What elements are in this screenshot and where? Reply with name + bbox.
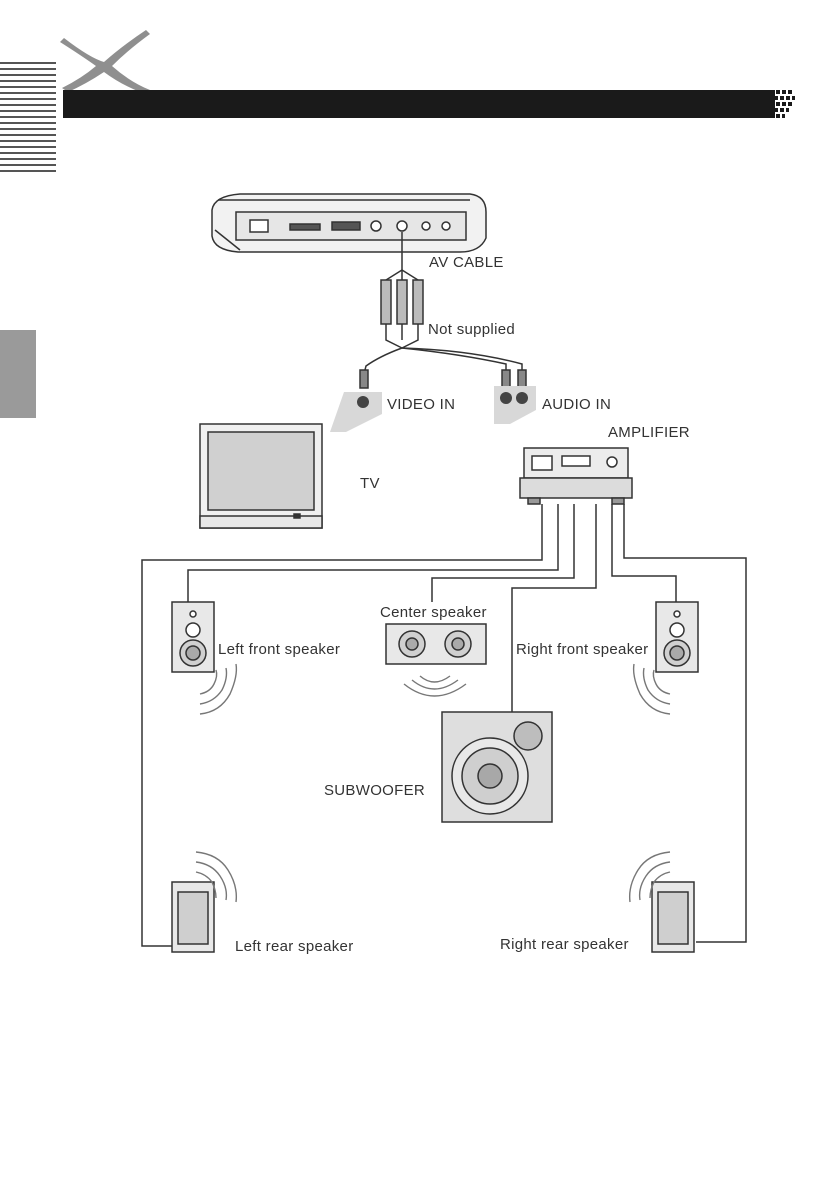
tv-label: TV xyxy=(360,475,380,492)
subwoofer-label: SUBWOOFER xyxy=(324,782,425,799)
left-rear-speaker xyxy=(172,882,214,952)
side-tab xyxy=(0,330,36,418)
x-logo-icon xyxy=(60,30,150,92)
header-bar xyxy=(63,90,795,118)
left-rear-speaker-label: Left rear speaker xyxy=(235,938,354,955)
not-supplied-label: Not supplied xyxy=(428,321,515,338)
amplifier xyxy=(520,448,632,504)
center-speaker xyxy=(386,624,486,664)
tv xyxy=(200,424,322,528)
center-speaker-label: Center speaker xyxy=(380,604,487,621)
av-cable-label: AV CABLE xyxy=(429,254,504,271)
amplifier-label: AMPLIFIER xyxy=(608,424,690,441)
portable-dvd-player xyxy=(212,194,486,252)
right-rear-speaker-label: Right rear speaker xyxy=(500,936,629,953)
right-front-speaker-label: Right front speaker xyxy=(516,641,648,658)
left-front-speaker-label: Left front speaker xyxy=(218,641,340,658)
sound-waves xyxy=(196,664,670,902)
edge-stripes xyxy=(0,62,56,172)
audio-in-jack xyxy=(494,386,536,424)
right-rear-speaker xyxy=(652,882,694,952)
video-in-jack xyxy=(330,392,382,432)
audio-in-label: AUDIO IN xyxy=(542,396,611,413)
video-in-label: VIDEO IN xyxy=(387,396,455,413)
left-front-speaker xyxy=(172,602,214,672)
right-front-speaker xyxy=(656,602,698,672)
subwoofer xyxy=(442,712,552,822)
